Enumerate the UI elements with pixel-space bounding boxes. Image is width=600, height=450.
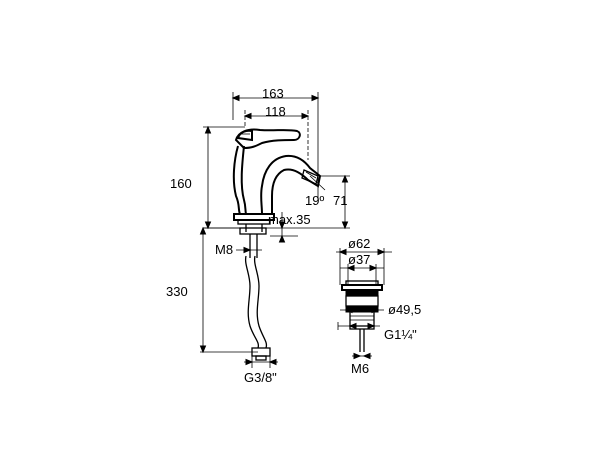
dim-spout-angle-label: 19º <box>305 193 324 208</box>
faucet-body <box>232 128 322 232</box>
dim-hose-length-label: 330 <box>166 284 188 299</box>
dim-thread-label: G1¼" <box>384 327 417 342</box>
dimension-inner-diameter: ø37 <box>340 252 384 285</box>
dimension-thread: G1¼" <box>337 322 417 342</box>
dim-inner-diameter-label: ø37 <box>348 252 370 267</box>
dimension-spout: 19º 71 <box>305 174 350 230</box>
dim-hose-connection-label: G3/8" <box>244 370 277 385</box>
dimension-118: 118 <box>243 104 310 160</box>
dim-height-label: 160 <box>170 176 192 191</box>
dim-rod-thread-label: M6 <box>351 361 369 376</box>
valve-body <box>341 280 383 352</box>
dim-spout-reach-label: 118 <box>265 104 286 119</box>
dimension-hose-connection: G3/8" <box>244 356 278 385</box>
waste-valve-drawing: ø62 ø37 <box>336 236 421 376</box>
dim-flange-diameter-label: ø62 <box>348 236 370 251</box>
dimension-163: 163 <box>231 86 320 178</box>
dim-max-deck-label: max.35 <box>268 212 311 227</box>
dim-body-diameter-label: ø49,5 <box>388 302 421 317</box>
flexible-hose <box>244 255 271 361</box>
dimension-body-diameter: ø49,5 <box>340 302 421 317</box>
dim-total-reach-label: 163 <box>262 86 284 101</box>
mounting-bolt: M8 <box>215 227 267 258</box>
dim-spout-height-label: 71 <box>333 193 347 208</box>
dim-thread-label: M8 <box>215 242 233 257</box>
dimension-max-deck: max.35 <box>203 212 350 243</box>
dimension-330: 330 <box>166 226 258 354</box>
dimension-flange-diameter: ø62 <box>336 236 392 285</box>
dimension-rod-thread: M6 <box>351 352 372 376</box>
faucet-drawing: 163 118 160 <box>166 86 350 385</box>
